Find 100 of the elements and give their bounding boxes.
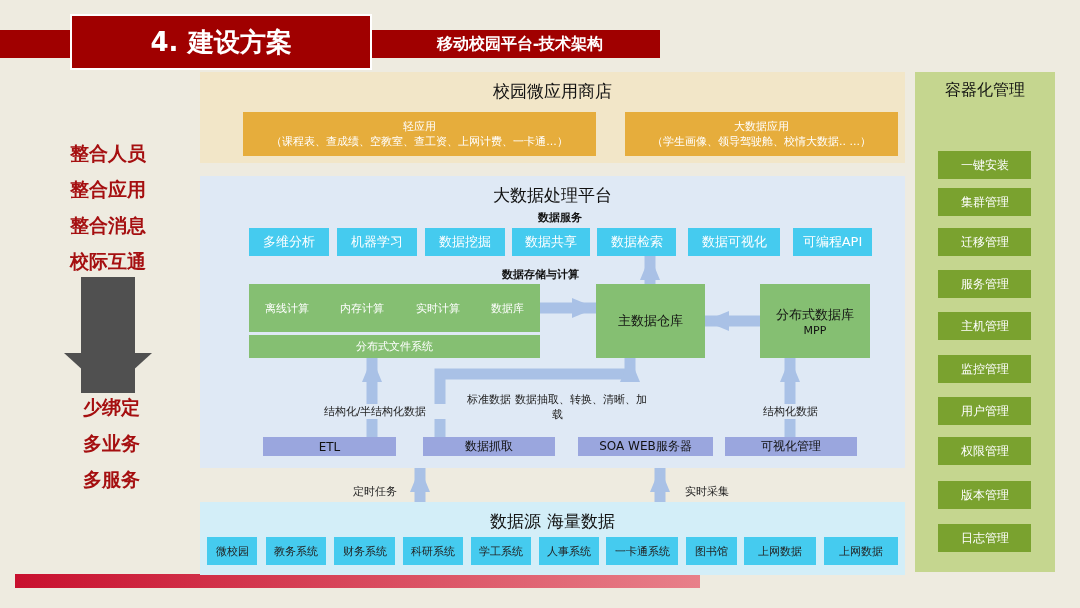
box-label: 集群管理 xyxy=(960,193,1009,211)
source-system-box xyxy=(207,537,257,565)
box-label: 离线计算 xyxy=(264,300,309,316)
goal-text: 整合应用 xyxy=(70,176,146,202)
panel-title: 容器化管理 xyxy=(944,80,1026,101)
arrow xyxy=(540,298,596,318)
arrow xyxy=(362,358,382,437)
box-label: 上网数据 xyxy=(758,543,802,559)
box-note: （课程表、查成绩、空教室、查工资、上网计费、一卡通...） xyxy=(271,134,568,149)
arrow xyxy=(780,358,800,437)
box-label: 数据库 xyxy=(491,300,525,316)
management-box xyxy=(938,524,1031,552)
box-label: 微校园 xyxy=(215,543,249,559)
box-label: 教务系统 xyxy=(274,543,318,559)
box-label: 实时计算 xyxy=(415,300,460,316)
source-system-box xyxy=(266,537,326,565)
arrow xyxy=(705,311,760,331)
source-system-box xyxy=(744,537,816,565)
box-label: 多维分析 xyxy=(263,233,315,251)
service-box xyxy=(688,228,780,256)
service-box xyxy=(337,228,417,256)
service-box xyxy=(249,228,329,256)
box-note: （学生画像、领导驾驶舱、校情大数据.. ...） xyxy=(652,134,871,149)
goal-text: 多业务 xyxy=(82,430,140,456)
management-box xyxy=(938,437,1031,465)
section-heading: 数据存储与计算 xyxy=(500,267,580,282)
goal-text: 整合消息 xyxy=(70,213,146,238)
source-system-box xyxy=(334,537,395,565)
box-label: 监控管理 xyxy=(960,360,1009,378)
subtitle: 移动校园平台-技术架构 xyxy=(435,34,605,55)
box-label: 轻应用 xyxy=(403,119,436,134)
data-source-panel xyxy=(200,502,905,575)
management-box xyxy=(938,270,1031,298)
panel-title: 大数据处理平台 xyxy=(492,184,613,207)
service-box xyxy=(793,228,872,256)
arrow xyxy=(640,256,660,284)
management-box xyxy=(938,481,1031,509)
box-label: 科研系统 xyxy=(411,543,455,559)
access-box xyxy=(263,437,396,456)
box-label: 图书馆 xyxy=(695,543,728,559)
arrow xyxy=(434,358,640,437)
box-label: 财务系统 xyxy=(342,543,387,559)
service-box xyxy=(425,228,505,256)
app-card xyxy=(625,112,898,156)
box-label: 大数据应用 xyxy=(734,119,789,134)
box-label: 分布式文件系统 xyxy=(356,339,433,354)
platform-panel xyxy=(200,176,905,468)
source-system-box xyxy=(824,537,898,565)
access-box xyxy=(423,437,555,456)
management-box xyxy=(938,397,1031,425)
box-label: 人事系统 xyxy=(547,543,591,559)
database-box xyxy=(596,284,705,358)
box-label: 版本管理 xyxy=(960,486,1009,504)
slide-title: 4. 建设方案 xyxy=(70,14,372,70)
goal-text: 整合人员 xyxy=(70,140,146,166)
box-label: 数据共享 xyxy=(525,233,577,251)
box-label: 机器学习 xyxy=(351,233,403,251)
box-label: 用户管理 xyxy=(960,402,1009,420)
source-system-box xyxy=(471,537,531,565)
arrow xyxy=(650,468,670,502)
box-label: 数据抓取 xyxy=(465,438,513,455)
section-heading: 数据服务 xyxy=(537,210,583,225)
goal-text: 校际互通 xyxy=(70,249,146,275)
box-label: 主机管理 xyxy=(960,317,1009,335)
box-label: 服务管理 xyxy=(960,275,1009,293)
box-label: 数据可视化 xyxy=(701,233,767,251)
goal-text: 少绑定 xyxy=(82,394,140,420)
box-label: SOA WEB服务器 xyxy=(599,438,692,455)
box-label: 可视化管理 xyxy=(761,438,821,455)
access-box xyxy=(578,437,713,456)
box-label: 一键安装 xyxy=(960,156,1009,174)
source-system-box xyxy=(403,537,463,565)
container-panel xyxy=(915,72,1055,572)
management-box xyxy=(938,151,1031,179)
access-box xyxy=(725,437,857,456)
box-label: 内存计算 xyxy=(340,300,385,316)
source-system-box xyxy=(606,537,678,565)
app-card xyxy=(243,112,596,156)
arrow xyxy=(64,277,152,393)
management-box xyxy=(938,312,1031,340)
box-label: 数据挖掘 xyxy=(439,233,491,251)
service-box xyxy=(512,228,590,256)
box-label: 日志管理 xyxy=(960,529,1009,547)
box-label: 学工系统 xyxy=(479,543,523,559)
management-box xyxy=(938,228,1031,256)
app-store-panel xyxy=(200,72,905,163)
box-label: 一卡通系统 xyxy=(614,543,670,559)
compute-box xyxy=(249,284,540,332)
source-system-box xyxy=(539,537,599,565)
management-box xyxy=(938,188,1031,216)
panel-title: 校园微应用商店 xyxy=(492,80,613,103)
box-label: 可编程API xyxy=(802,233,863,251)
box-label: 迁移管理 xyxy=(960,233,1009,251)
box-note: MPP xyxy=(803,323,827,337)
box-label: 上网数据 xyxy=(839,543,883,559)
panel-title: 数据源 海量数据 xyxy=(489,510,616,533)
service-box xyxy=(597,228,676,256)
box-label: 主数据仓库 xyxy=(618,312,683,330)
storage-bar xyxy=(249,335,540,358)
box-label: ETL xyxy=(318,439,341,454)
